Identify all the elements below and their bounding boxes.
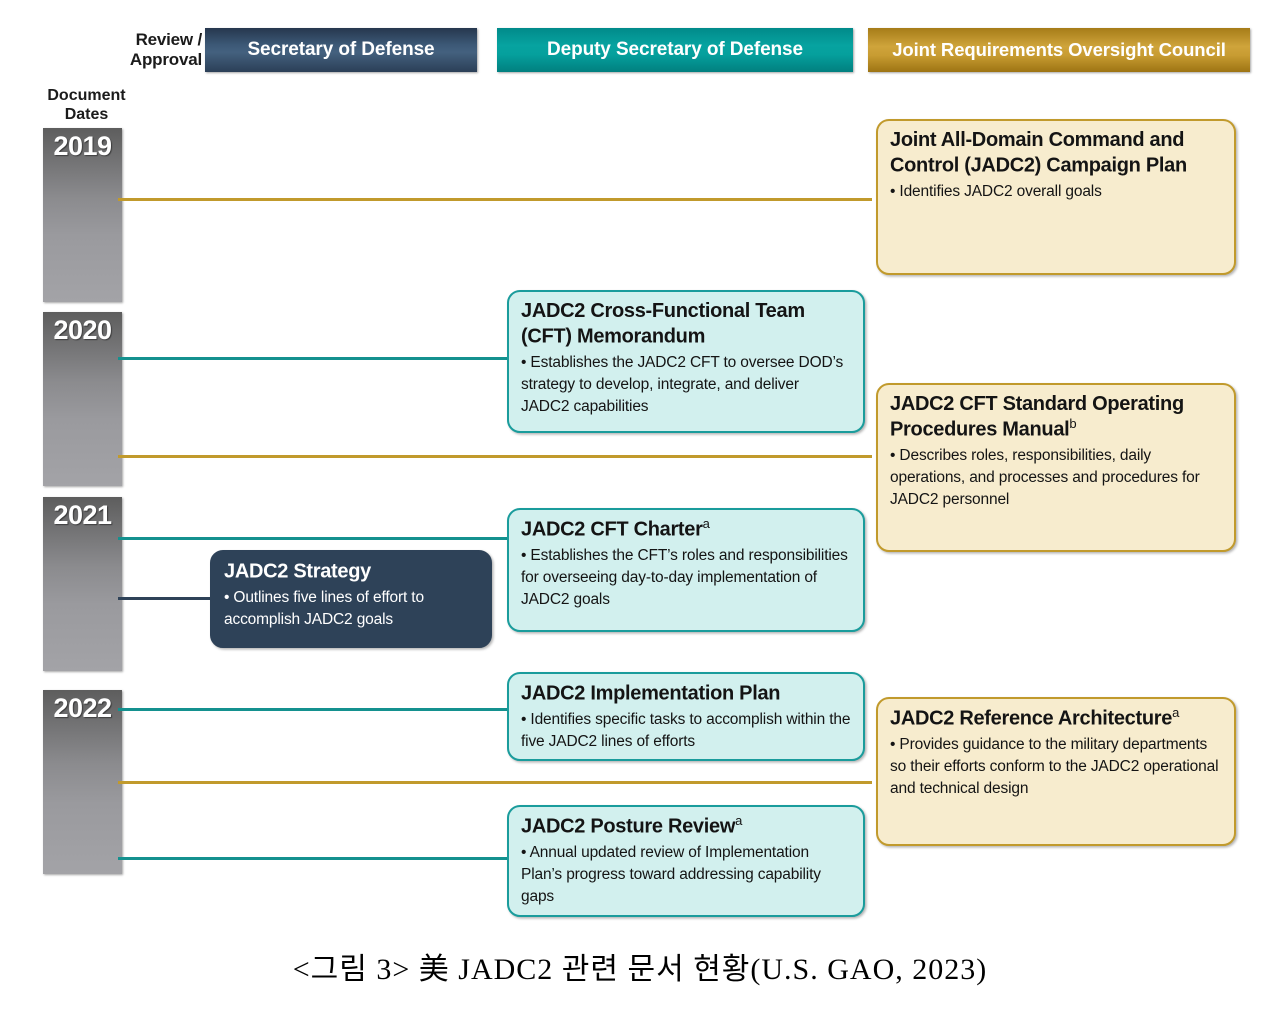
connector-line-posture-review <box>118 857 508 860</box>
card-jadc2-strategy[interactable]: JADC2 Strategy • Outlines five lines of … <box>210 550 492 648</box>
connector-line-cft-memorandum <box>118 357 508 360</box>
card-bullet-campaign-plan: • Identifies JADC2 overall goals <box>890 183 1102 201</box>
card-title-campaign-plan: Joint All-Domain Command and Control (JA… <box>890 129 1187 178</box>
year-bar-2021[interactable]: 2021 <box>43 497 122 671</box>
card-bullet-posture-review: • Annual updated review of Implementatio… <box>521 844 821 906</box>
document-dates-line2: Dates <box>64 106 109 124</box>
card-bullet-reference-architecture: • Provides guidance to the military depa… <box>890 736 1219 798</box>
review-approval-label: Review / Approval <box>110 30 202 70</box>
year-label-2022: 2022 <box>53 693 112 723</box>
card-title-implementation-plan: JADC2 Implementation Plan <box>521 682 781 705</box>
card-title-posture-review: JADC2 Posture Reviewa <box>521 813 743 838</box>
card-bullet-cft-charter: • Establishes the CFT’s roles and respon… <box>521 547 848 609</box>
card-bullet-sop-manual: • Describes roles, responsibilities, dai… <box>890 447 1200 509</box>
column-header-deputy-secretary-of-defense[interactable]: Deputy Secretary of Defense <box>497 28 853 72</box>
card-superscript-sop-manual: b <box>1069 416 1077 432</box>
card-bullet-jadc2-strategy: • Outlines five lines of effort to accom… <box>224 589 424 629</box>
document-dates-label: Document Dates <box>34 86 139 124</box>
card-superscript-reference-architecture: a <box>1172 705 1180 720</box>
card-title-cft-memorandum: JADC2 Cross-Functional Team (CFT) Memora… <box>521 300 805 349</box>
connector-line-cft-charter <box>118 537 508 540</box>
card-cft-charter[interactable]: JADC2 CFT Chartera • Establishes the CFT… <box>507 508 865 632</box>
card-title-reference-architecture: JADC2 Reference Architecturea <box>890 705 1180 730</box>
card-superscript-cft-charter: a <box>702 516 710 531</box>
card-bullet-implementation-plan: • Identifies specific tasks to accomplis… <box>521 711 851 751</box>
year-bar-2020[interactable]: 2020 <box>43 312 122 486</box>
card-title-sop-manual: JADC2 CFT Standard Operating Procedures … <box>890 393 1184 442</box>
card-bullet-cft-memorandum: • Establishes the JADC2 CFT to oversee D… <box>521 354 844 416</box>
year-bar-2019[interactable]: 2019 <box>43 128 122 302</box>
connector-line-reference-architecture <box>118 781 872 784</box>
card-implementation-plan[interactable]: JADC2 Implementation Plan • Identifies s… <box>507 672 865 761</box>
card-posture-review[interactable]: JADC2 Posture Reviewa • Annual updated r… <box>507 805 865 917</box>
review-approval-line1: Review / <box>135 30 203 49</box>
card-superscript-posture-review: a <box>735 813 743 828</box>
review-approval-line2: Approval <box>129 50 202 70</box>
year-label-2019: 2019 <box>53 131 112 161</box>
year-bar-2022[interactable]: 2022 <box>43 690 122 874</box>
year-label-2021: 2021 <box>53 500 112 530</box>
document-dates-line1: Document <box>47 87 126 104</box>
figure-caption: <그림 3> 美 JADC2 관련 문서 현황(U.S. GAO, 2023) <box>292 953 988 986</box>
card-sop-manual[interactable]: JADC2 CFT Standard Operating Procedures … <box>876 383 1236 552</box>
connector-line-sop-manual <box>118 455 872 458</box>
card-reference-architecture[interactable]: JADC2 Reference Architecturea • Provides… <box>876 697 1236 846</box>
connector-line-implementation-plan <box>118 708 508 711</box>
year-label-2020: 2020 <box>53 315 112 345</box>
column-header-secretary-of-defense[interactable]: Secretary of Defense <box>205 28 477 72</box>
column-header-joint-requirements-oversight-council[interactable]: Joint Requirements Oversight Council <box>868 28 1250 72</box>
card-title-jadc2-strategy: JADC2 Strategy <box>224 560 371 583</box>
card-cft-memorandum[interactable]: JADC2 Cross-Functional Team (CFT) Memora… <box>507 290 865 433</box>
card-title-cft-charter: JADC2 CFT Chartera <box>521 516 710 541</box>
connector-line-jadc2-strategy <box>118 597 214 600</box>
card-campaign-plan[interactable]: Joint All-Domain Command and Control (JA… <box>876 119 1236 275</box>
connector-line-campaign-plan <box>118 198 872 201</box>
